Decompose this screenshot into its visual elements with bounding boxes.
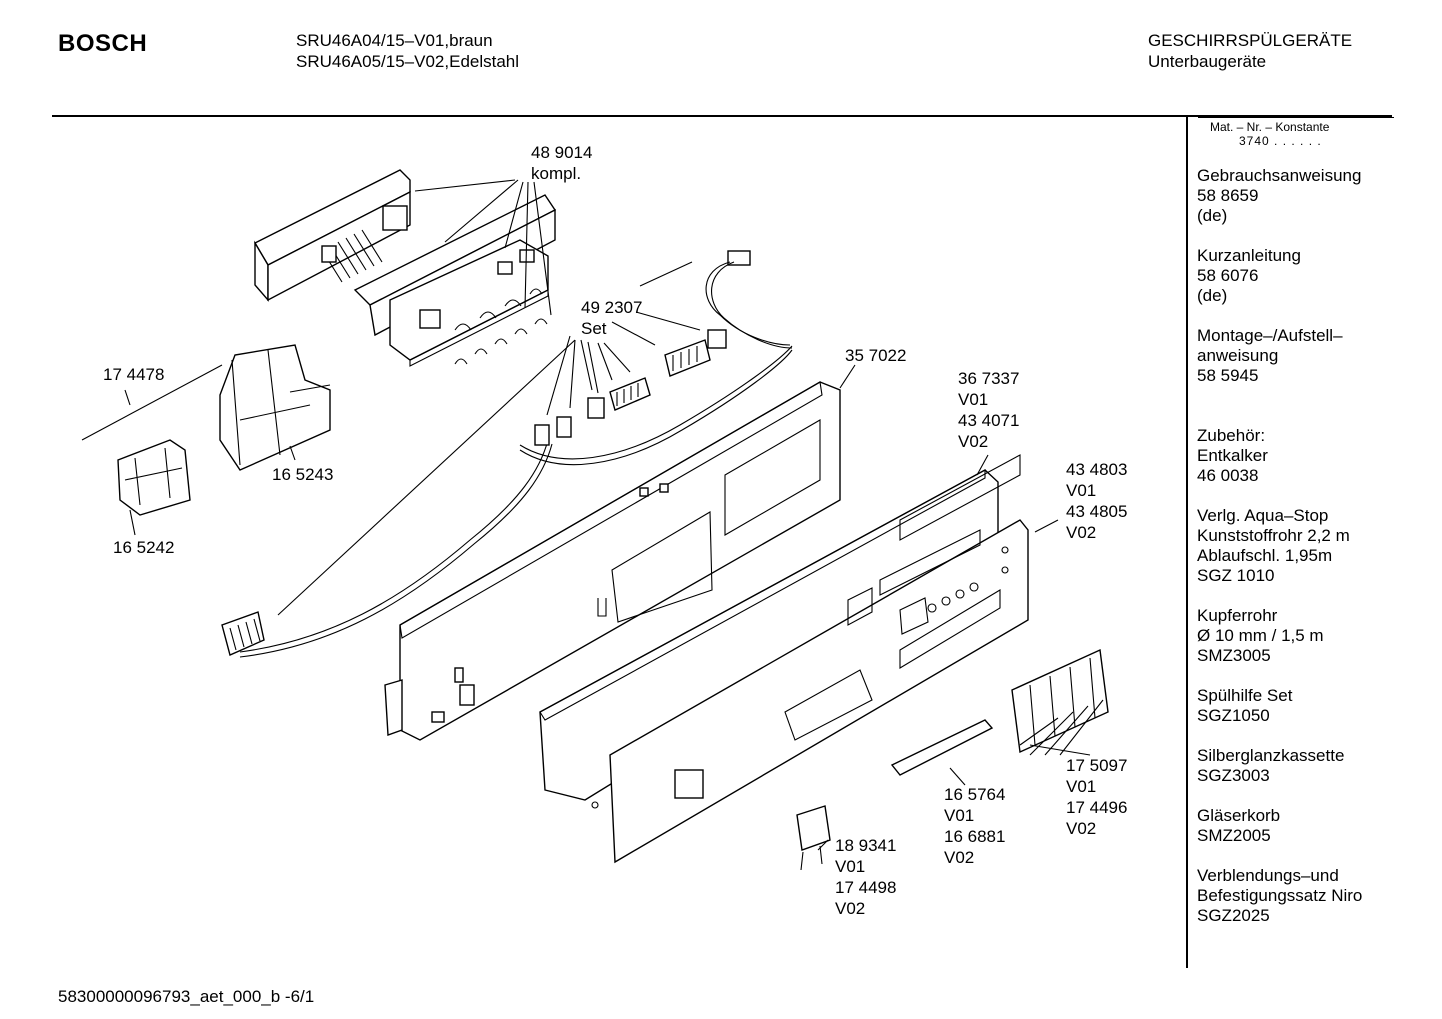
sidebar-line: SGZ3003 [1197, 766, 1270, 785]
sidebar-line: (de) [1197, 286, 1228, 305]
part-number-label: V02 [958, 432, 988, 451]
part-number-label: V02 [1066, 819, 1096, 838]
document-id: 58300000096793_aet_000_b -6/1 [58, 987, 315, 1006]
brand-logo: BOSCH [58, 30, 148, 57]
category-line: Unterbaugeräte [1148, 52, 1267, 71]
wire-harness [221, 250, 793, 658]
sidebar-line: Ablaufschl. 1,95m [1197, 546, 1333, 565]
part-number-label: 16 5242 [113, 538, 174, 557]
category-line: GESCHIRRSPÜLGERÄTE [1148, 31, 1353, 50]
sidebar-line: Verlg. Aqua–Stop [1197, 506, 1329, 525]
part-number-label: V02 [1066, 523, 1096, 542]
sidebar-line: SMZ3005 [1197, 646, 1271, 665]
model-line: SRU46A05/15–V02,Edelstahl [296, 52, 520, 71]
part-number-label: 36 7337 [958, 369, 1019, 388]
sidebar-divider [1186, 116, 1188, 968]
part-number-label: V02 [944, 848, 974, 867]
part-number-label: Set [581, 319, 607, 338]
part-number-label: 43 4805 [1066, 502, 1127, 521]
mat-label: Mat. – Nr. – Konstante [1210, 120, 1330, 134]
part-number-label: 17 4498 [835, 878, 896, 897]
leader-lines [124, 179, 1104, 851]
sidebar-line: SGZ2025 [1197, 906, 1270, 925]
part-number-label: V01 [944, 806, 974, 825]
control-module-assembly [254, 169, 557, 367]
material-constant: Mat. – Nr. – Konstante 3740 . . . . . . [1210, 120, 1329, 148]
header-divider [52, 115, 1392, 117]
door-lock-parts [81, 344, 331, 516]
part-number-label: 49 2307 [581, 298, 642, 317]
part-number-label: 43 4803 [1066, 460, 1127, 479]
model-line: SRU46A04/15–V01,braun [296, 31, 493, 50]
part-number-label: 16 6881 [944, 827, 1005, 846]
sidebar-line: Gläserkorb [1197, 806, 1281, 825]
sidebar-line: Befestigungssatz Niro [1197, 886, 1363, 905]
sidebar-line: 58 6076 [1197, 266, 1259, 285]
part-number-label: 16 5243 [272, 465, 333, 484]
sidebar-line: Silberglanzkassette [1197, 746, 1345, 765]
sidebar-line: Kunststoffrohr 2,2 m [1197, 526, 1350, 545]
mat-value: 3740 . . . . . . [1239, 134, 1322, 148]
sidebar-line: Zubehör: [1197, 426, 1266, 445]
part-number-label: V01 [1066, 481, 1096, 500]
part-number-label: 48 9014 [531, 143, 592, 162]
part-number-label: V01 [958, 390, 988, 409]
sidebar-line: Entkalker [1197, 446, 1268, 465]
part-number-label: V02 [835, 899, 865, 918]
sidebar-line: Spülhilfe Set [1197, 686, 1293, 705]
sidebar-line: Verblendungs–und [1197, 866, 1339, 885]
sidebar-line: Gebrauchsanweisung [1197, 166, 1362, 185]
sidebar-line: 58 8659 [1197, 186, 1259, 205]
sidebar-line: 58 5945 [1197, 366, 1259, 385]
model-list: SRU46A04/15–V01,braun SRU46A05/15–V02,Ed… [296, 30, 519, 72]
sidebar-line: Kupferrohr [1197, 606, 1278, 625]
sidebar-line: Kurzanleitung [1197, 246, 1301, 265]
mat-divider [1198, 117, 1394, 118]
part-number-label: 43 4071 [958, 411, 1019, 430]
sidebar-line: SGZ1050 [1197, 706, 1270, 725]
category-title: GESCHIRRSPÜLGERÄTE Unterbaugeräte [1148, 30, 1352, 72]
part-number-label: kompl. [531, 164, 581, 183]
sidebar-line: (de) [1197, 206, 1228, 225]
part-number-label: 17 4496 [1066, 798, 1127, 817]
part-number-label: 18 9341 [835, 836, 896, 855]
part-number-label: 16 5764 [944, 785, 1005, 804]
sidebar-line: Montage–/Aufstell– [1197, 326, 1343, 345]
sidebar-line: 46 0038 [1197, 466, 1259, 485]
sidebar-line: SMZ2005 [1197, 826, 1271, 845]
part-number-label: V01 [835, 857, 865, 876]
small-parts [796, 648, 1109, 871]
part-number-label: 17 4478 [103, 365, 164, 384]
part-number-label: 35 7022 [845, 346, 906, 365]
control-panel-frame [384, 381, 841, 741]
front-panel [539, 454, 1029, 864]
sidebar-line: anweisung [1197, 346, 1279, 365]
part-number-label: V01 [1066, 777, 1096, 796]
sidebar-line: Ø 10 mm / 1,5 m [1197, 626, 1324, 645]
sidebar-line: SGZ 1010 [1197, 566, 1275, 585]
part-number-label: 17 5097 [1066, 756, 1127, 775]
